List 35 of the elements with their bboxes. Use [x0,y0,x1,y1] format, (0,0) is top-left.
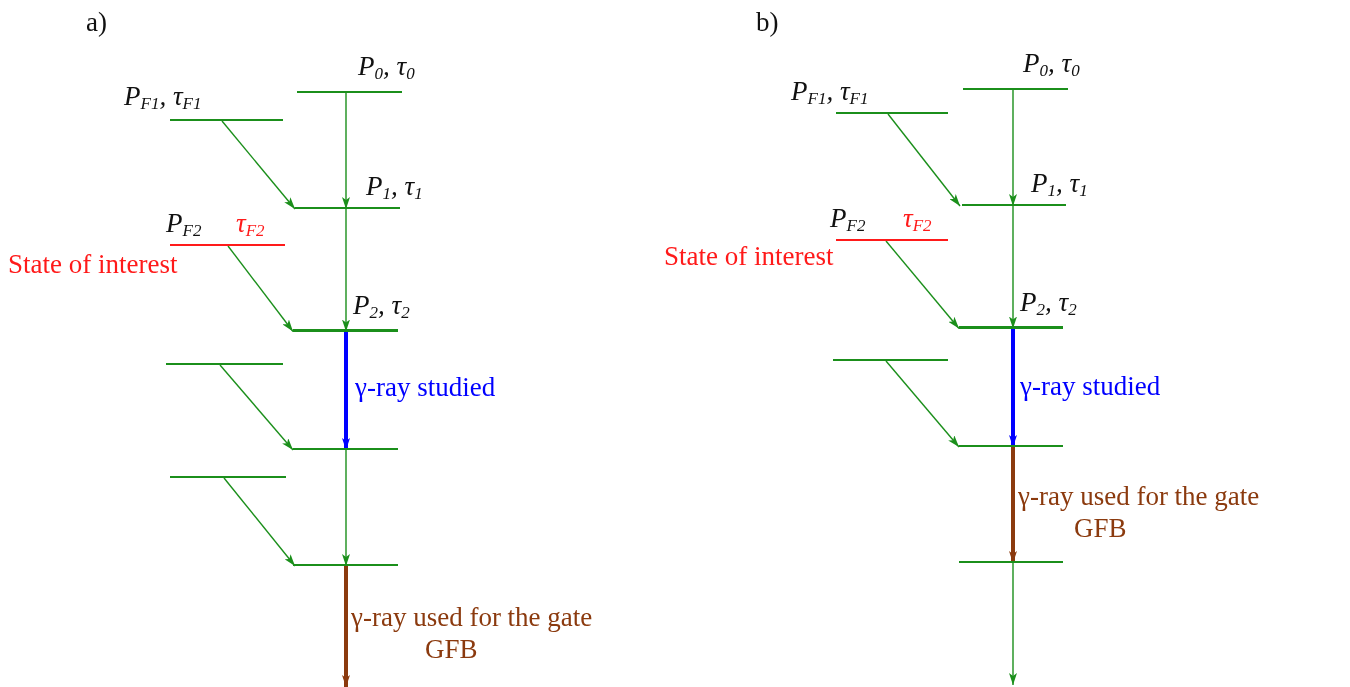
level-label: τ$_{F2}$ [903,203,932,233]
level-label: P$_{F2}$ [166,208,202,238]
level-label: P$_{F1}$, τ$_{F1}$ [124,81,202,111]
arrow [1009,447,1017,563]
edge-label: γ-ray studied [1020,370,1162,402]
arrow [342,92,350,210]
level-label: P$_{1}$, τ$_{1}$ [1031,168,1088,198]
level-label: P$_{2}$, τ$_{2}$ [353,290,410,320]
arrow [227,245,294,333]
arrow [219,364,294,451]
arrow [342,449,350,567]
level-label: P$_{0}$, τ$_{0}$ [358,51,415,81]
arrow [885,240,960,330]
arrow [885,360,960,448]
level-label: τ$_{F2}$ [236,208,265,238]
arrow [1009,562,1017,686]
level-label: P$_{F2}$ [830,203,866,233]
edge-label: γ-ray used for the gate GFB [1018,480,1261,544]
level-label: P$_{0}$, τ$_{0}$ [1023,48,1080,78]
annotation-text: State of interest [664,240,834,272]
panel-label: a) [86,6,107,38]
level-label: P$_{2}$, τ$_{2}$ [1020,287,1077,317]
annotation-text: State of interest [8,248,178,280]
edge-label: γ-ray used for the gate GFB [351,601,594,665]
panel-label: b) [756,6,779,38]
level-label: P$_{F1}$, τ$_{F1}$ [791,76,869,106]
arrow [1009,89,1017,207]
level-label: P$_{1}$, τ$_{1}$ [366,171,423,201]
arrow [342,566,350,687]
edge-label: γ-ray studied [355,371,497,403]
arrow [221,120,296,210]
arrow [342,331,350,450]
arrow [223,477,296,567]
arrow [1009,328,1017,447]
arrow [887,113,961,207]
